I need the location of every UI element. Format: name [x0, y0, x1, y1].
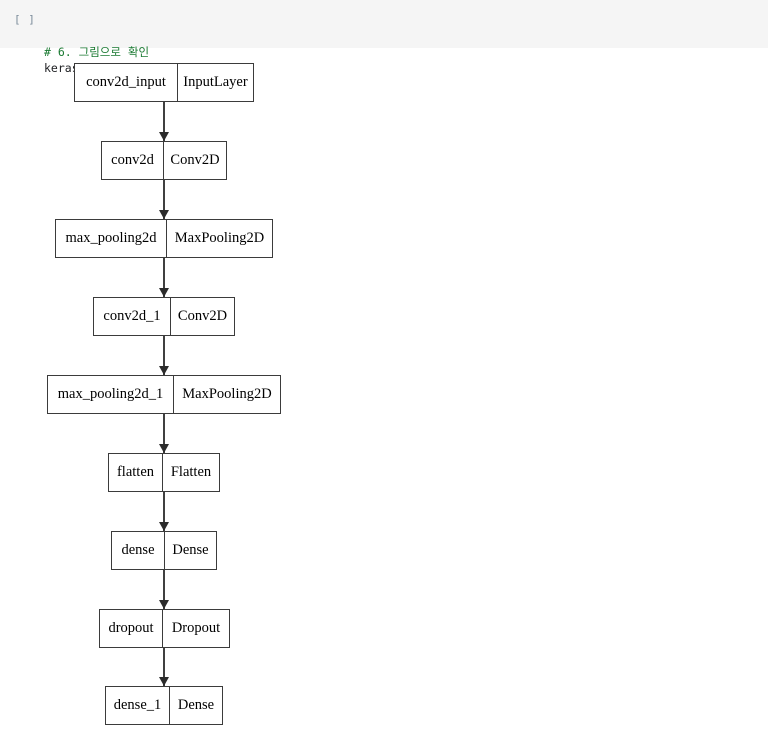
layer-node-conv2d: conv2d Conv2D [101, 141, 227, 180]
edge-conv2d-to-max_pooling2d [163, 180, 165, 219]
layer-name-max_pooling2d_1: max_pooling2d_1 [48, 376, 174, 413]
arrowhead-icon-conv2d_1 [159, 288, 169, 297]
layer-node-max_pooling2d: max_pooling2d MaxPooling2D [55, 219, 273, 258]
layer-type-dense_1: Dense [177, 697, 215, 713]
layer-type-dense: Dense [172, 542, 209, 558]
layer-node-dense_1: dense_1 Dense [105, 686, 223, 725]
arrowhead-icon-dense [159, 522, 169, 531]
arrowhead-icon-dropout [159, 600, 169, 609]
layer-node-conv2d_input: conv2d_input InputLayer [74, 63, 254, 102]
layer-type-conv2d_input: InputLayer [183, 74, 248, 90]
arrowhead-icon-max_pooling2d [159, 210, 169, 219]
code-comment-token: # 6. 그림으로 확인 [44, 45, 150, 59]
arrowhead-icon-conv2d [159, 132, 169, 141]
layer-node-dense: dense Dense [111, 531, 217, 570]
layer-name-conv2d_input: conv2d_input [75, 64, 178, 101]
layer-name-conv2d_1: conv2d_1 [94, 298, 171, 335]
layer-type-max_pooling2d_1: MaxPooling2D [182, 386, 272, 402]
edge-flatten-to-dense [163, 492, 165, 531]
layer-type-conv2d: Conv2D [170, 152, 220, 168]
edge-max_pooling2d_1-to-flatten [163, 414, 165, 453]
edge-conv2d_input-to-conv2d [163, 102, 165, 141]
layer-name-flatten: flatten [109, 454, 163, 491]
code-line-comment: # 6. 그림으로 확인 [44, 44, 245, 60]
edge-max_pooling2d-to-conv2d_1 [163, 258, 165, 297]
arrowhead-icon-flatten [159, 444, 169, 453]
edge-conv2d_1-to-max_pooling2d_1 [163, 336, 165, 375]
edge-dense-to-dropout [163, 570, 165, 609]
edge-dropout-to-dense_1 [163, 648, 165, 686]
layer-type-flatten: Flatten [170, 464, 212, 480]
layer-name-max_pooling2d: max_pooling2d [56, 220, 167, 257]
layer-name-dropout: dropout [100, 610, 163, 647]
layer-type-max_pooling2d: MaxPooling2D [174, 230, 265, 246]
layer-type-dropout: Dropout [171, 620, 221, 636]
layer-node-conv2d_1: conv2d_1 Conv2D [93, 297, 235, 336]
layer-node-max_pooling2d_1: max_pooling2d_1 MaxPooling2D [47, 375, 281, 414]
arrowhead-icon-dense_1 [159, 677, 169, 686]
layer-node-dropout: dropout Dropout [99, 609, 230, 648]
layer-type-conv2d_1: Conv2D [177, 308, 228, 324]
layer-name-dense_1: dense_1 [106, 687, 170, 724]
layer-node-flatten: flatten Flatten [108, 453, 220, 492]
cell-run-prompt[interactable]: [ ] [14, 13, 36, 26]
arrowhead-icon-max_pooling2d_1 [159, 366, 169, 375]
layer-name-dense: dense [112, 532, 165, 569]
layer-name-conv2d: conv2d [102, 142, 164, 179]
